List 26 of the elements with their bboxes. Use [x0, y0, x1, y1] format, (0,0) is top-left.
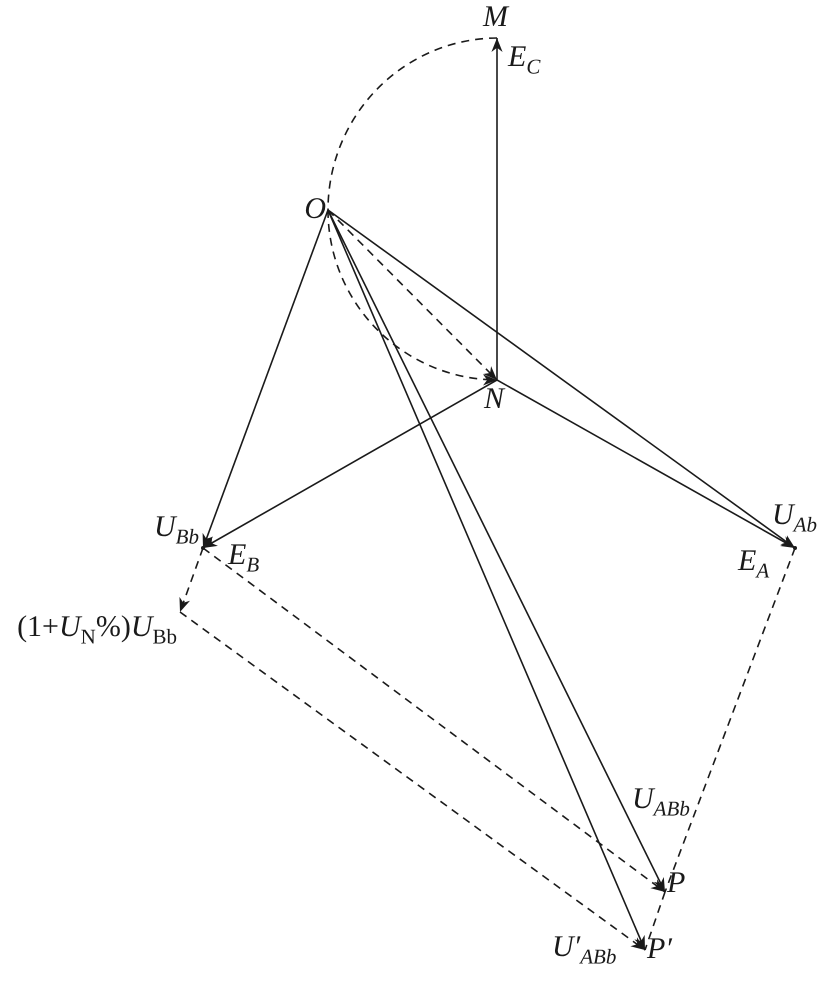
point-label: P — [667, 868, 686, 898]
phasor-arrow — [328, 209, 796, 549]
phasor-label: U′$_{ABb}$ — [552, 932, 616, 968]
point-label: (1+U$_{N}$%)U$_{Bb}$ — [17, 612, 177, 648]
point-label: N — [484, 384, 504, 414]
point-label: P′ — [647, 934, 672, 964]
dashed-arrow — [202, 547, 666, 893]
point-label: M — [483, 2, 508, 32]
point-label: O — [304, 194, 326, 224]
phasor-label: E$_{C}$ — [508, 42, 540, 78]
phasor-label: U$_{Ab}$ — [772, 500, 817, 536]
dashed-arc — [327, 37, 498, 210]
dashed-arrow — [180, 611, 646, 951]
dashed-arrow — [179, 548, 204, 612]
phasor-arrow — [202, 210, 329, 548]
phasor-label: U$_{ABb}$ — [632, 784, 690, 820]
phasor-arrow — [202, 379, 498, 549]
phasor-arrow — [491, 38, 503, 380]
dashed-line — [664, 548, 796, 892]
vector-endpoint — [201, 546, 205, 550]
phasor-label: E$_{B}$ — [228, 540, 260, 576]
phasor-label: E$_{A}$ — [738, 546, 770, 582]
phasor-label: U$_{Bb}$ — [154, 512, 199, 548]
dashed-line — [644, 892, 666, 950]
vector-endpoint — [793, 546, 797, 550]
phasor-arrow — [496, 379, 796, 549]
